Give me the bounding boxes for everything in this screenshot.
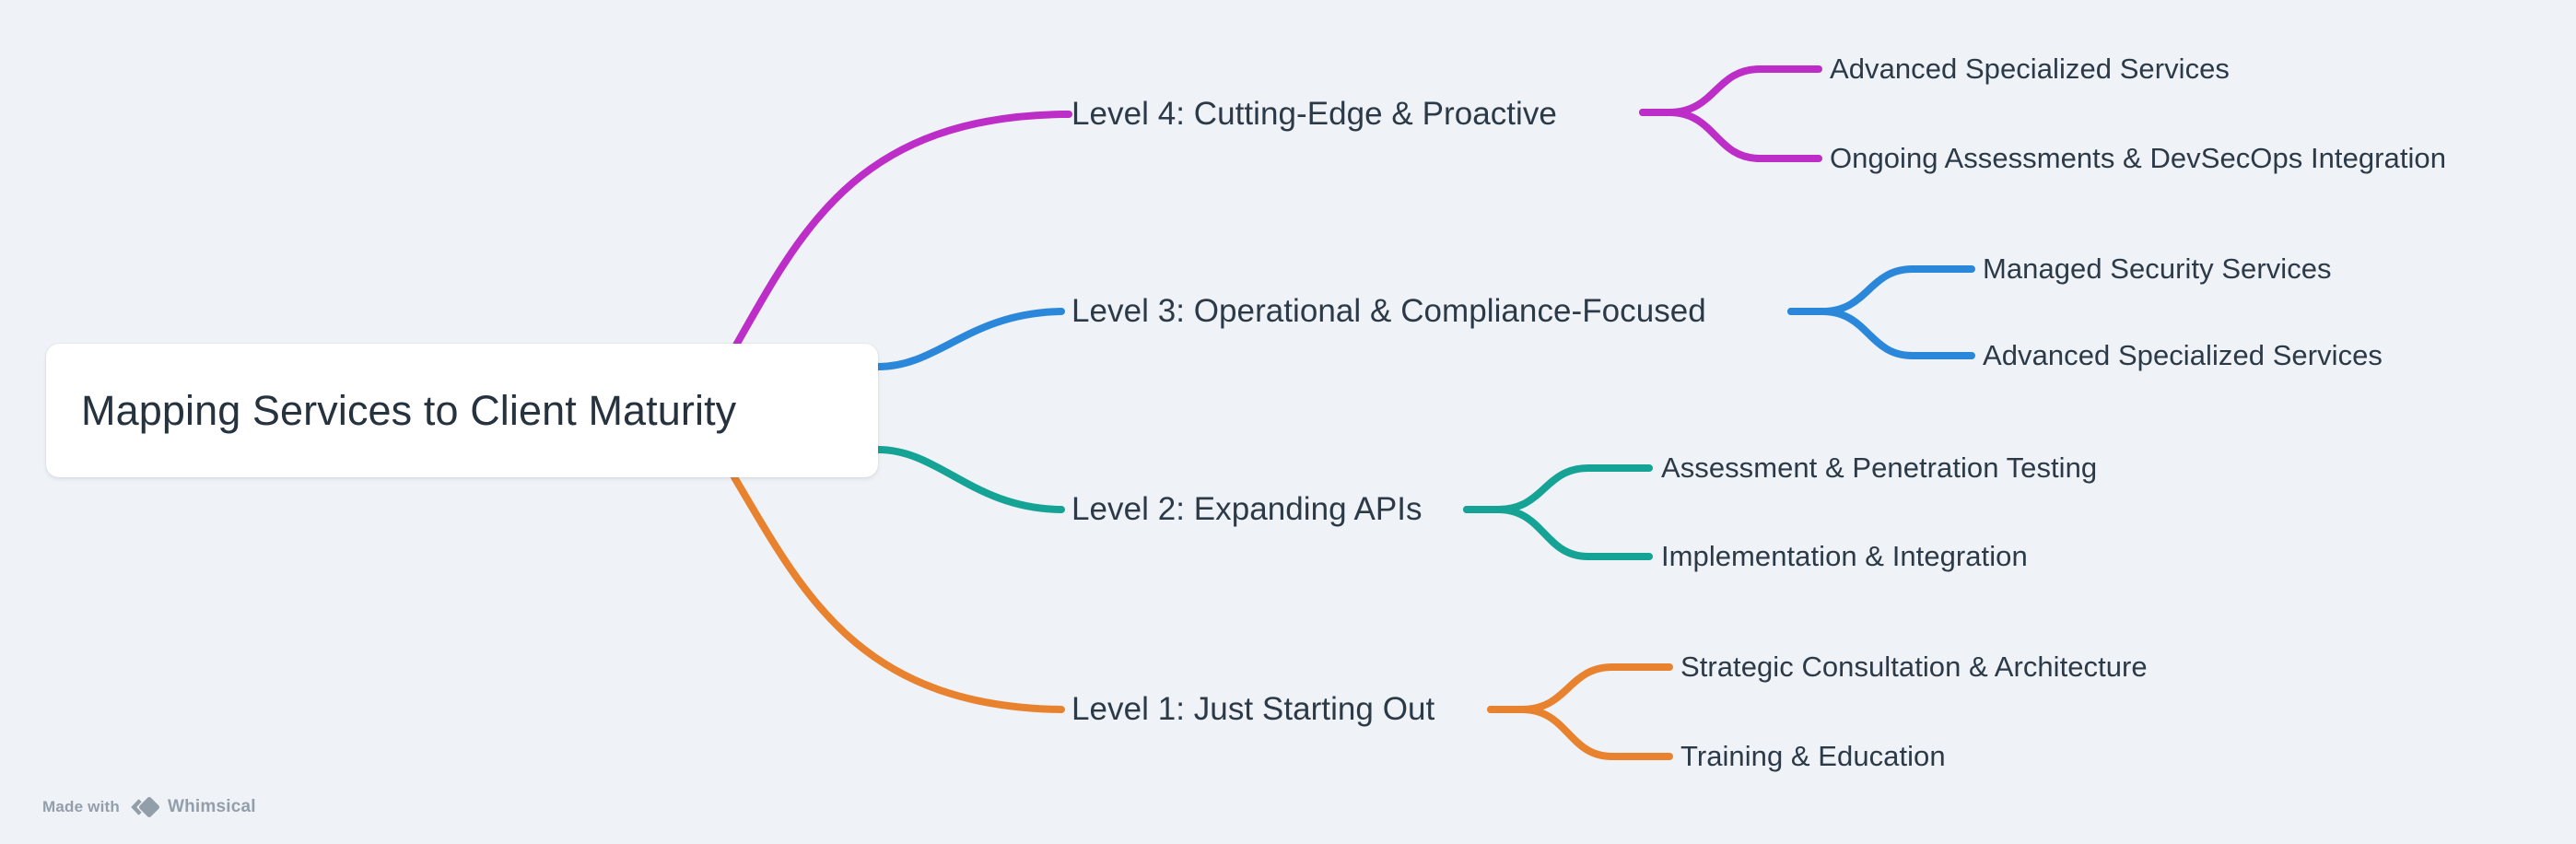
leaf-node-level-1-child-2[interactable]: Training & Education [1680, 740, 1946, 772]
edge-root-to-level-3 [874, 308, 1065, 370]
edge-root-to-level-4 [731, 111, 1065, 352]
edge-level-2-to-child-1 [1463, 464, 1653, 513]
edge-level-3-to-child-1 [1787, 265, 1975, 315]
leaf-node-level-4-child-1[interactable]: Advanced Specialized Services [1830, 53, 2230, 85]
leaf-node-level-1-child-1[interactable]: Strategic Consultation & Architecture [1680, 651, 2148, 683]
leaf-node-level-4-child-2[interactable]: Ongoing Assessments & DevSecOps Integrat… [1830, 142, 2446, 174]
edge-level-2-to-child-2 [1463, 506, 1653, 560]
edge-level-1-to-child-1 [1487, 663, 1673, 713]
root-node-label: Mapping Services to Client Maturity [81, 386, 737, 434]
leaf-node-level-2-child-1[interactable]: Assessment & Penetration Testing [1661, 451, 2098, 484]
leaf-node-level-2-child-2[interactable]: Implementation & Integration [1661, 540, 2028, 572]
edge-level-4-to-child-2 [1639, 109, 1822, 162]
branch-node-level-1[interactable]: Level 1: Just Starting Out [1071, 691, 1435, 727]
edge-level-3-to-child-2 [1787, 308, 1975, 359]
branch-node-level-4[interactable]: Level 4: Cutting-Edge & Proactive [1071, 96, 1557, 132]
watermark-made-with-label: Made with [42, 798, 120, 815]
edge-level-4-to-child-1 [1639, 65, 1822, 116]
watermark-brand-label: Whimsical [167, 797, 256, 816]
edge-root-to-level-1 [731, 474, 1065, 713]
edge-root-to-level-2 [874, 446, 1065, 513]
edge-level-1-to-child-2 [1487, 706, 1673, 760]
root-node[interactable]: Mapping Services to Client Maturity [46, 344, 878, 477]
branch-node-level-2[interactable]: Level 2: Expanding APIs [1071, 491, 1423, 527]
whimsical-diamond-icon [131, 797, 159, 817]
branch-node-level-3[interactable]: Level 3: Operational & Compliance-Focuse… [1071, 293, 1706, 329]
leaf-node-level-3-child-2[interactable]: Advanced Specialized Services [1983, 339, 2383, 371]
leaf-node-level-3-child-1[interactable]: Managed Security Services [1983, 252, 2332, 285]
whimsical-watermark[interactable]: Made with Whimsical [42, 796, 256, 818]
